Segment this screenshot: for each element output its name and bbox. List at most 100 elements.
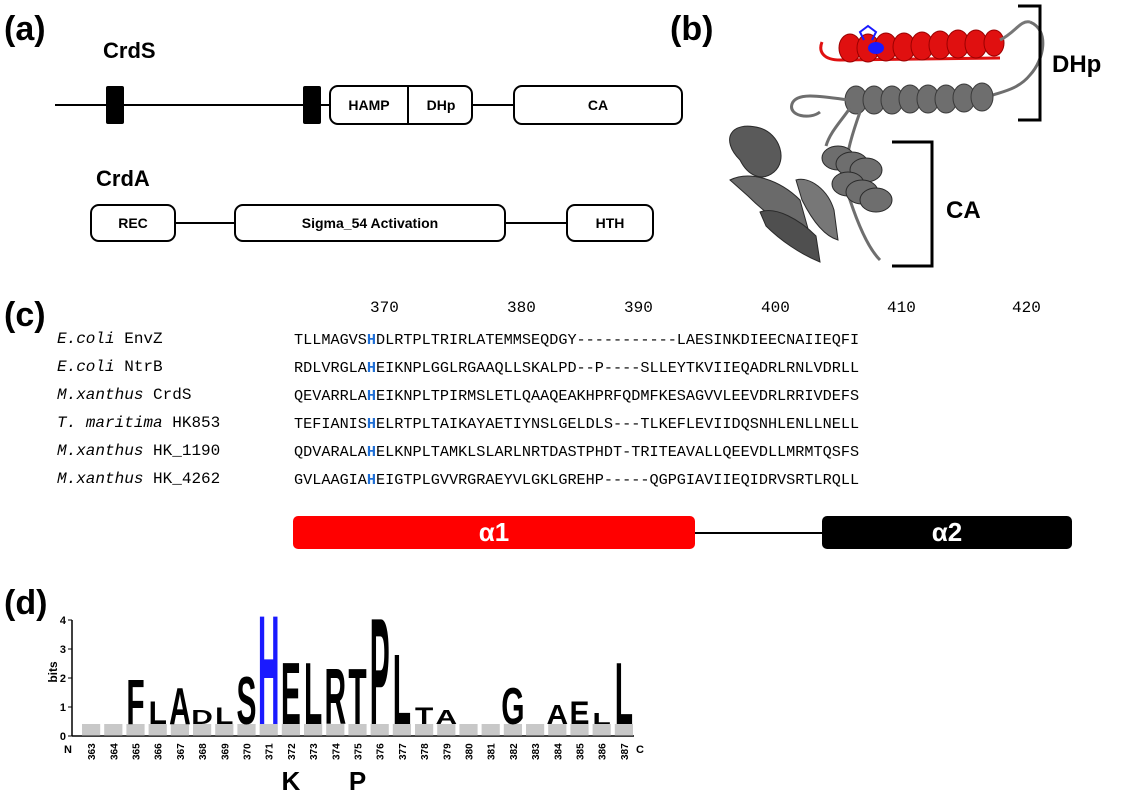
panel-label-c: (c)	[4, 296, 46, 334]
sequence-name: E.coli EnvZ	[57, 330, 163, 348]
logo-letter: R	[324, 651, 346, 741]
logo-n-terminus: N	[64, 744, 72, 756]
logo-position-label: 374	[331, 743, 342, 760]
conserved-histidine: H	[366, 359, 377, 377]
species-name: M.xanthus	[57, 442, 144, 460]
crda-domain-hth: HTH	[596, 215, 625, 231]
logo-minor-residues	[570, 724, 589, 736]
logo-position-label: 365	[132, 743, 143, 760]
panel-label-a: (a)	[4, 10, 46, 48]
sequence-before-his: QEVARRLA	[294, 387, 367, 405]
sequence-after-his: EIGTPLGVVRGRAEYVLGKLGREHP-----QGPGIAVIIE…	[376, 471, 860, 489]
crda-sigma-box	[234, 204, 506, 242]
logo-minor-residues	[104, 724, 123, 736]
logo-position-label: 366	[154, 743, 165, 760]
logo-ylabel: bits	[46, 661, 60, 683]
logo-position-label: 379	[442, 743, 453, 760]
logo-minor-residues	[437, 724, 456, 736]
protein-name: HK853	[172, 414, 221, 432]
logo-letter: T	[415, 702, 434, 729]
histidine-sidechain	[858, 24, 884, 54]
sequence-name: T. maritima HK853	[57, 414, 220, 432]
logo-letter: L	[304, 645, 322, 743]
protein-name: HK_4262	[153, 470, 221, 488]
protein-name: HK_1190	[153, 442, 221, 460]
logo-minor-residues	[193, 724, 212, 736]
sequence-before-his: GVLAAGIA	[294, 471, 367, 489]
crds-domain-hamp: HAMP	[348, 97, 389, 113]
conserved-histidine: H	[366, 387, 377, 405]
logo-minor-residues	[215, 724, 234, 736]
sequence-row: QDVARALAHELKNPLTAMKLSLARLNRTDASTPHDT-TRI…	[294, 443, 859, 461]
dhp-bracket-label: DHp	[1052, 51, 1101, 78]
crda-domain-sigma54: Sigma_54 Activation	[302, 215, 438, 231]
position-400: 400	[761, 299, 790, 317]
alpha1-helix-bar: α1	[293, 516, 695, 549]
logo-letter: E	[570, 695, 590, 731]
logo-minor-residues	[503, 724, 522, 736]
logo-letter: P	[370, 600, 390, 757]
logo-letter: E	[281, 645, 301, 743]
logo-minor-residues	[592, 724, 611, 736]
crda-title: CrdA	[96, 166, 150, 191]
logo-letter: A	[546, 700, 568, 731]
logo-minor-residues	[326, 724, 345, 736]
sequence-before-his: QDVARALA	[294, 443, 367, 461]
logo-minor-residues	[415, 724, 434, 736]
protein-name: CrdS	[153, 386, 192, 404]
logo-minor-residues	[259, 724, 278, 736]
logo-minor-residues	[370, 724, 389, 736]
logo-position-label: 387	[620, 743, 631, 760]
logo-position-label: 384	[553, 743, 564, 760]
logo-position-label: 371	[265, 743, 276, 760]
logo-ytick-label: 3	[60, 644, 66, 656]
protein-name: EnvZ	[124, 330, 163, 348]
species-name: M.xanthus	[57, 470, 144, 488]
sequence-row: GVLAAGIAHEIGTPLGVVRGRAEYVLGKLGREHP-----Q…	[294, 471, 859, 489]
logo-minor-residues	[237, 724, 256, 736]
sequence-after-his: EIKNPLGGLRGAAQLLSKALPD--P----SLLEYTKVIIE…	[376, 359, 860, 377]
position-370: 370	[370, 299, 399, 317]
logo-position-label: 372	[287, 743, 298, 760]
logo-variant-label: K	[282, 766, 301, 796]
position-420: 420	[1012, 299, 1041, 317]
conserved-histidine: H	[366, 415, 377, 433]
logo-position-label: 383	[531, 743, 542, 760]
logo-ytick-label: 4	[60, 615, 67, 627]
logo-letter: F	[126, 666, 144, 738]
sequence-name: E.coli NtrB	[57, 358, 163, 376]
logo-minor-residues	[459, 724, 478, 736]
logo-letter: G	[501, 677, 524, 735]
logo-letter: T	[348, 651, 366, 741]
sequence-name: M.xanthus HK_1190	[57, 442, 220, 460]
logo-minor-residues	[148, 724, 167, 736]
logo-letter: A	[169, 677, 191, 735]
logo-ytick-label: 2	[60, 673, 66, 685]
crda-hth-box	[566, 204, 654, 242]
crds-ca-box	[513, 85, 683, 125]
logo-minor-residues	[548, 724, 567, 736]
protein-name: NtrB	[124, 358, 163, 376]
domain-architecture-diagram: CrdS HAMP DHp CA CrdA REC Sigma_54 Activ…	[55, 38, 683, 242]
crda-rec-box	[90, 204, 176, 242]
logo-letter: L	[149, 695, 167, 731]
logo-letter: L	[215, 702, 233, 729]
logo-position-label: 377	[398, 743, 409, 760]
logo-position-label: 380	[465, 743, 476, 760]
sequence-after-his: DLRTPLTRIRLATEMMSEQDGY-----------LAESINK…	[376, 331, 860, 349]
logo-letter: H	[258, 600, 280, 757]
alpha2-helix-bar: α2	[822, 516, 1072, 549]
logo-ytick-label: 1	[60, 702, 66, 714]
logo-letter: D	[191, 707, 213, 729]
conserved-histidine: H	[366, 443, 377, 461]
alpha1-label: α1	[478, 517, 510, 547]
logo-letter: L	[393, 633, 411, 745]
logo-position-label: 378	[420, 743, 431, 760]
logo-minor-residues	[526, 724, 545, 736]
position-380: 380	[507, 299, 536, 317]
logo-position-label: 386	[598, 743, 609, 760]
sequence-before-his: TLLMAGVS	[294, 331, 367, 349]
logo-position-label: 367	[176, 743, 187, 760]
sequence-after-his: EIKNPLTPIRMSLETLQAAQEAKHPRFQDMFKESAGVVLE…	[376, 387, 860, 405]
